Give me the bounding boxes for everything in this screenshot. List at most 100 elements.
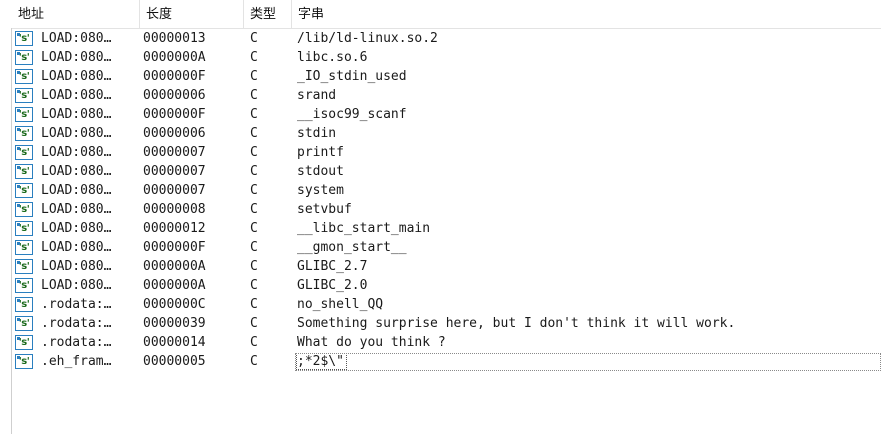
column-header-address[interactable]: 地址 <box>12 0 140 28</box>
row-type: C <box>250 240 258 255</box>
row-address: LOAD:080… <box>41 126 112 141</box>
string-type-icon: 's' <box>15 221 33 236</box>
row-string: no_shell_QQ <box>297 297 384 312</box>
row-string: stdout <box>297 164 344 179</box>
row-address: LOAD:080… <box>41 31 112 46</box>
row-address: LOAD:080… <box>41 88 112 103</box>
string-type-icon: 's' <box>15 316 33 331</box>
row-type: C <box>250 31 258 46</box>
row-length: 00000006 <box>143 88 206 103</box>
row-address: LOAD:080… <box>41 50 112 65</box>
string-type-icon: 's' <box>15 88 33 103</box>
row-type: C <box>250 107 258 122</box>
string-type-icon: 's' <box>15 145 33 160</box>
row-address: LOAD:080… <box>41 278 112 293</box>
row-address: .rodata:… <box>41 316 112 331</box>
row-string: _IO_stdin_used <box>297 69 407 84</box>
table-row[interactable]: 's' LOAD:080… 00000012 C __libc_start_main <box>12 220 881 239</box>
row-address: .eh_fram… <box>41 354 112 369</box>
row-length: 0000000F <box>143 107 206 122</box>
string-type-icon: 's' <box>15 50 33 65</box>
row-length: 0000000A <box>143 278 206 293</box>
selection-focus-box <box>295 353 881 371</box>
table-row[interactable]: 's' LOAD:080… 0000000F C __isoc99_scanf <box>12 106 881 125</box>
row-type: C <box>250 69 258 84</box>
column-header-type[interactable]: 类型 <box>244 0 292 28</box>
string-type-icon: 's' <box>15 126 33 141</box>
row-type: C <box>250 278 258 293</box>
column-header: 地址 长度 类型 字串 <box>0 0 881 29</box>
column-header-length[interactable]: 长度 <box>140 0 244 28</box>
string-type-icon: 's' <box>15 107 33 122</box>
row-address: LOAD:080… <box>41 107 112 122</box>
row-type: C <box>250 316 258 331</box>
row-string: /lib/ld-linux.so.2 <box>297 31 438 46</box>
string-type-icon: 's' <box>15 278 33 293</box>
string-type-icon: 's' <box>15 259 33 274</box>
row-address: LOAD:080… <box>41 164 112 179</box>
row-string: printf <box>297 145 344 160</box>
row-type: C <box>250 259 258 274</box>
row-length: 00000012 <box>143 221 206 236</box>
row-length: 00000006 <box>143 126 206 141</box>
row-length: 00000014 <box>143 335 206 350</box>
row-length: 0000000A <box>143 259 206 274</box>
row-length: 0000000A <box>143 50 206 65</box>
row-type: C <box>250 335 258 350</box>
string-type-icon: 's' <box>15 335 33 350</box>
string-type-icon: 's' <box>15 164 33 179</box>
row-string: ;*2$\" <box>296 353 347 370</box>
row-type: C <box>250 183 258 198</box>
string-type-icon: 's' <box>15 69 33 84</box>
string-type-icon: 's' <box>15 354 33 369</box>
table-row[interactable]: 's' LOAD:080… 00000013 C/lib/ld-linux.so.2 <box>12 30 881 49</box>
row-type: C <box>250 50 258 65</box>
row-address: .rodata:… <box>41 297 112 312</box>
row-length: 00000007 <box>143 164 206 179</box>
row-length: 00000007 <box>143 183 206 198</box>
row-string: system <box>297 183 344 198</box>
row-length: 0000000F <box>143 69 206 84</box>
table-row[interactable]: 's' LOAD:080… 0000000F C _IO_stdin_used <box>12 68 881 87</box>
row-type: C <box>250 88 258 103</box>
string-type-icon: 's' <box>15 202 33 217</box>
row-type: C <box>250 221 258 236</box>
column-header-string[interactable]: 字串 <box>298 7 325 22</box>
row-string: __libc_start_main <box>297 221 431 236</box>
row-length: 00000005 <box>143 354 206 369</box>
row-address: LOAD:080… <box>41 69 112 84</box>
table-row[interactable]: 's' LOAD:080… 0000000A C GLIBC_2.0 <box>12 277 881 296</box>
row-length: 0000000F <box>143 240 206 255</box>
string-type-icon: 's' <box>15 31 33 46</box>
row-string: setvbuf <box>297 202 352 217</box>
row-type: C <box>250 202 258 217</box>
row-length: 0000000C <box>143 297 206 312</box>
row-address: LOAD:080… <box>41 202 112 217</box>
row-length: 00000013 <box>143 31 206 46</box>
row-address: LOAD:080… <box>41 221 112 236</box>
row-type: C <box>250 126 258 141</box>
row-address: LOAD:080… <box>41 145 112 160</box>
string-type-icon: 's' <box>15 297 33 312</box>
row-type: C <box>250 145 258 160</box>
row-string: GLIBC_2.7 <box>297 259 368 274</box>
row-string: What do you think ? <box>297 335 446 350</box>
row-string: __isoc99_scanf <box>297 107 407 122</box>
row-length: 00000039 <box>143 316 206 331</box>
row-string: GLIBC_2.0 <box>297 278 368 293</box>
row-type: C <box>250 297 258 312</box>
